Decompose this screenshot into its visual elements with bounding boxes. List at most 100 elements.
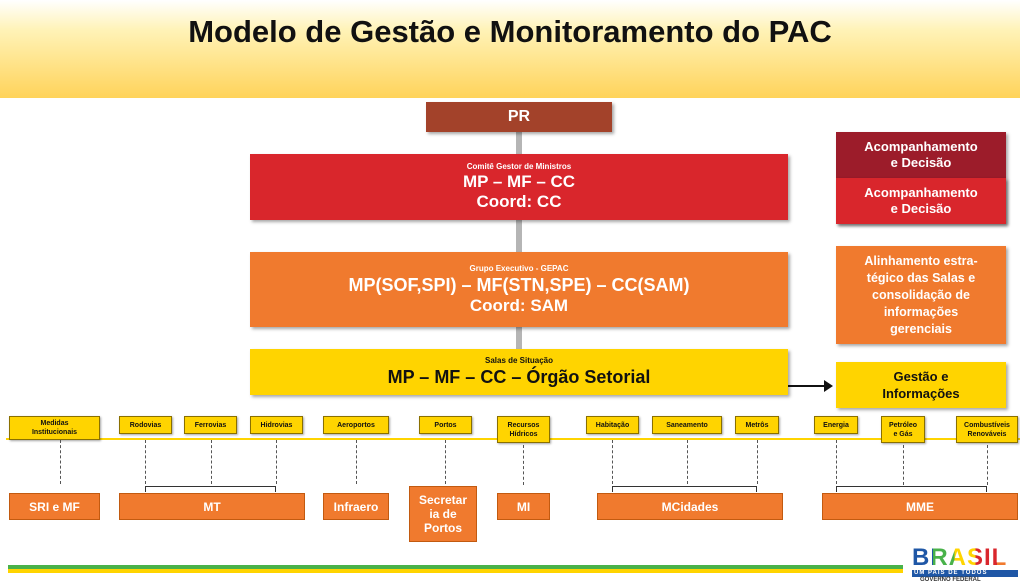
dash-recursos [523, 445, 524, 485]
dash-combustiveis [987, 445, 988, 485]
gepac-box: Grupo Executivo - GEPAC MP(SOF,SPI) – MF… [250, 252, 788, 327]
ministry-mt: MT [119, 493, 305, 520]
sector-habitacao-label: Habitação [595, 421, 630, 429]
comite-line1: MP – MF – CC [462, 172, 576, 191]
ministry-sri-mf: SRI e MF [9, 493, 100, 520]
dash-energia [836, 440, 837, 484]
sector-petroleo-l1: Petróleo [888, 421, 917, 429]
footer-green-line [8, 565, 903, 569]
header-banner [0, 0, 1020, 98]
connector-pr-comite [516, 132, 522, 154]
page-title: Modelo de Gestão e Monitoramento do PAC [188, 14, 832, 49]
sector-ferrovias-label: Ferrovias [194, 421, 227, 429]
ministry-secretaria-l2: ia de [429, 507, 457, 521]
sector-saneamento: Saneamento [652, 416, 722, 434]
ministry-secretaria-l3: Portos [423, 521, 462, 535]
salas-caption: Salas de Situação [484, 356, 554, 365]
brasil-logo: BRASIL UM PAÍS DE TODOS GOVERNO FEDERAL [912, 546, 1018, 583]
sector-aeroportos-label: Aeroportos [337, 421, 375, 429]
gepac-line2: Coord: SAM [469, 295, 569, 315]
bracket-mcidades [612, 486, 757, 492]
footer-yellow-line [8, 569, 903, 573]
sector-rodovias-label: Rodovias [129, 421, 162, 429]
alinhamento-box: Alinhamento estra- tégico das Salas e co… [836, 246, 1006, 344]
alinhamento-line5: gerenciais [890, 321, 952, 336]
dash-saneamento [687, 440, 688, 484]
sector-medidas-l1: Medidas [40, 420, 69, 427]
ministry-secretaria-l1: Secretar [418, 493, 468, 507]
sector-metros: Metrôs [735, 416, 779, 434]
bracket-mt [145, 486, 276, 492]
dash-portos [445, 440, 446, 484]
ministry-sri-label: SRI e MF [29, 499, 80, 514]
gepac-caption: Grupo Executivo - GEPAC [469, 263, 569, 273]
ministry-infraero-label: Infraero [333, 499, 379, 514]
pr-label: PR [507, 108, 531, 125]
gestao-informacoes-box: Gestão e Informações [836, 362, 1006, 408]
brasil-logo-tagline: UM PAÍS DE TODOS [912, 570, 1018, 577]
dash-hidrovias [276, 440, 277, 484]
dash-habitacao [612, 440, 613, 484]
brasil-logo-wordmark: BRASIL [912, 546, 1018, 570]
sector-recursos-hidricos: Recursos Hídricos [497, 416, 550, 443]
sector-portos-label: Portos [434, 421, 457, 429]
ministry-mcidades: MCidades [597, 493, 783, 520]
comite-box: Comitê Gestor de Ministros MP – MF – CC … [250, 154, 788, 220]
salas-line1: MP – MF – CC – Órgão Setorial [387, 367, 651, 387]
sector-recursos-l2: Hídricos [509, 430, 538, 438]
ministry-mme-label: MME [906, 499, 934, 514]
gestao-line1: Gestão e [893, 369, 949, 384]
ministry-mi: MI [497, 493, 550, 520]
ministry-secretaria-portos: Secretar ia de Portos [409, 486, 477, 542]
alinhamento-line1: Alinhamento estra- [864, 253, 978, 268]
ministry-mme: MME [822, 493, 1018, 520]
sector-hidrovias-label: Hidrovias [260, 421, 293, 429]
alinhamento-line3: consolidação de [872, 287, 970, 302]
comite-line2: Coord: CC [476, 192, 562, 211]
alinhamento-line4: informações [883, 304, 959, 319]
sector-metros-label: Metrôs [745, 421, 769, 429]
sector-combustiveis-l1: Combustíveis [964, 421, 1010, 429]
sector-energia: Energia [814, 416, 858, 434]
sector-aeroportos: Aeroportos [323, 416, 389, 434]
ministry-infraero: Infraero [323, 493, 389, 520]
sector-rodovias: Rodovias [119, 416, 172, 434]
acomp-decisao-top-box: Acompanhamento e Decisão [836, 132, 1006, 178]
comite-caption: Comitê Gestor de Ministros [466, 162, 572, 171]
sector-habitacao: Habitação [586, 416, 639, 434]
sector-ferrovias: Ferrovias [184, 416, 237, 434]
arrow-salas-gestao-head [824, 380, 833, 392]
ministry-mi-label: MI [516, 499, 531, 514]
acomp2-line2: e Decisão [890, 201, 952, 216]
ministry-mcidades-label: MCidades [661, 499, 719, 514]
dash-petroleo [903, 445, 904, 485]
dash-aeroportos [356, 440, 357, 484]
sector-petroleo-gas: Petróleo e Gás [881, 416, 925, 443]
sector-medidas-institucionais: Medidas Institucionais [9, 416, 100, 440]
arrow-salas-gestao [788, 385, 824, 387]
dash-medidas [60, 440, 61, 484]
acomp2-line1: Acompanhamento [864, 185, 978, 200]
gestao-line2: Informações [882, 386, 960, 401]
sector-hidrovias: Hidrovias [250, 416, 303, 434]
acomp1-line1: Acompanhamento [864, 139, 978, 154]
sector-petroleo-l2: e Gás [893, 430, 913, 438]
dash-metros [757, 440, 758, 484]
sector-energia-label: Energia [823, 421, 849, 429]
pr-box: PR [426, 102, 612, 132]
sector-recursos-l1: Recursos [507, 421, 540, 429]
salas-box: Salas de Situação MP – MF – CC – Órgão S… [250, 349, 788, 395]
bracket-mme [836, 486, 987, 492]
connector-comite-gepac [516, 220, 522, 252]
brasil-logo-gov: GOVERNO FEDERAL [920, 577, 981, 583]
sector-medidas-l2: Institucionais [31, 429, 78, 436]
sector-saneamento-label: Saneamento [666, 421, 708, 429]
sector-combustiveis-renovaveis: Combustíveis Renováveis [956, 416, 1018, 443]
connector-gepac-salas [516, 327, 522, 349]
sector-portos: Portos [419, 416, 472, 434]
sector-combustiveis-l2: Renováveis [967, 430, 1007, 438]
dash-ferrovias [211, 440, 212, 484]
acomp-decisao-middle-box: Acompanhamento e Decisão [836, 178, 1006, 224]
gepac-line1: MP(SOF,SPI) – MF(STN,SPE) – CC(SAM) [348, 274, 690, 295]
dash-rodovias [145, 440, 146, 484]
